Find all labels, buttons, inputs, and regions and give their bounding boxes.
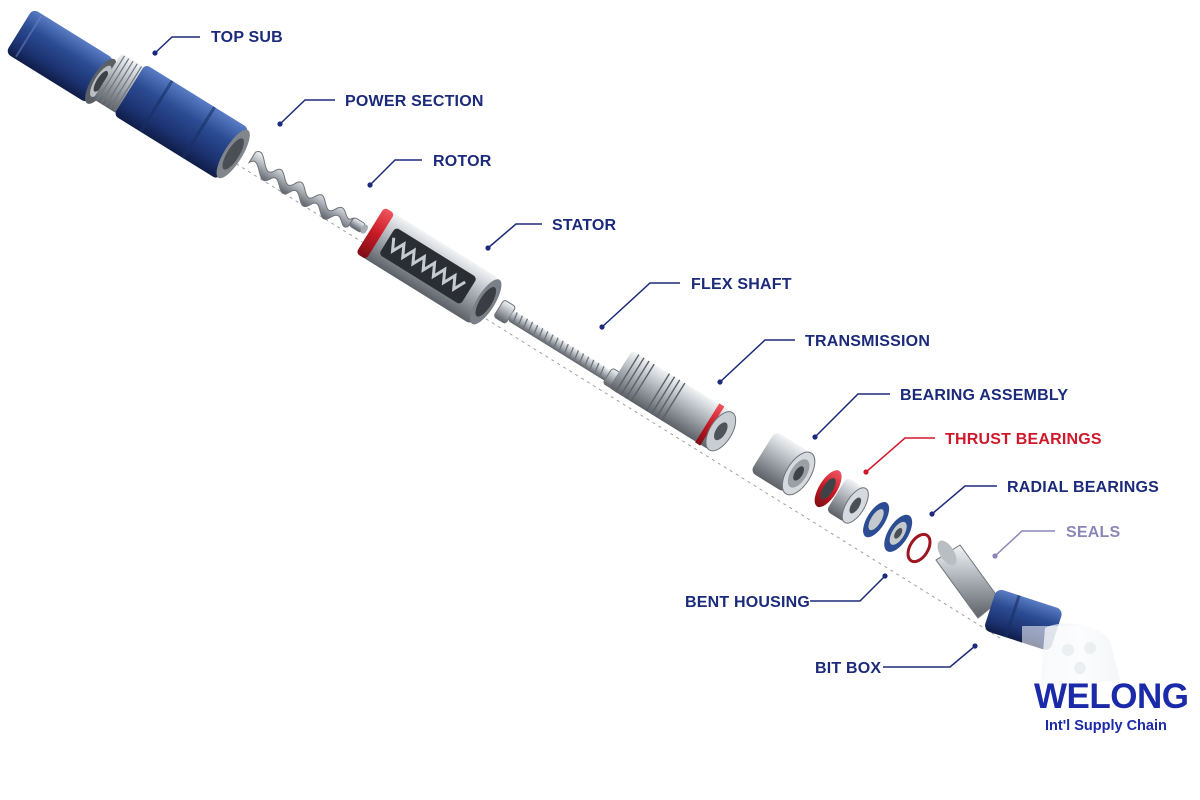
bent-housing-leader-dot: [882, 573, 888, 579]
bit-box-leader-dot: [972, 643, 978, 649]
top-sub-leader-dot: [152, 50, 158, 56]
thrust-bearings-leader: [865, 437, 935, 473]
bit-box-leader: [883, 645, 976, 668]
seals-leader: [994, 530, 1055, 557]
power-section-label: POWER SECTION: [345, 93, 484, 110]
stator-label: STATOR: [552, 217, 617, 234]
power-section-housing-part: [94, 54, 250, 179]
bearing-assembly-leader: [814, 393, 890, 438]
radial-bearings-leader: [931, 485, 997, 515]
flex-shaft-leader-dot: [599, 324, 605, 330]
logo-name: WELONG: [1034, 677, 1188, 716]
radial-bearings-label: RADIAL BEARINGS: [1007, 479, 1159, 496]
top-sub-part: [7, 10, 117, 104]
flex-shaft-part: [494, 300, 624, 390]
thrust-bearings-label: THRUST BEARINGS: [945, 431, 1102, 448]
transmission-part: [610, 351, 737, 452]
bit-box-label: BIT BOX: [815, 660, 881, 677]
logo-tagline: Int'l Supply Chain: [1045, 718, 1167, 734]
seal-ring-part: [906, 532, 932, 564]
bent-housing-part: [935, 540, 1001, 619]
transmission-leader: [719, 339, 795, 383]
radial-bearings-part: [863, 501, 913, 552]
seals-leader-dot: [992, 553, 998, 559]
stator-leader-dot: [485, 245, 491, 251]
rotor-label: ROTOR: [433, 153, 492, 170]
seals-label: SEALS: [1066, 524, 1120, 541]
bearing-assembly-leader-dot: [812, 434, 818, 440]
stator-leader: [487, 223, 542, 249]
thrust-bearings-leader-dot: [863, 469, 869, 475]
bearing-assembly-part: [752, 433, 816, 496]
logo-backdrop: [1022, 626, 1200, 700]
rotor-leader-dot: [367, 182, 373, 188]
transmission-label: TRANSMISSION: [805, 333, 930, 350]
bent-housing-label: BENT HOUSING: [685, 594, 810, 611]
power-section-leader: [279, 99, 335, 125]
top-sub-label: TOP SUB: [211, 29, 283, 46]
rotor-leader: [369, 159, 422, 186]
bearing-assembly-label: BEARING ASSEMBLY: [900, 387, 1068, 404]
stator-part: [357, 208, 502, 325]
radial-bearings-leader-dot: [929, 511, 935, 517]
welong-logo: WELONG Int'l Supply Chain: [1034, 677, 1189, 734]
bent-housing-leader: [810, 575, 886, 602]
flex-shaft-leader: [601, 282, 680, 328]
thrust-bearings-part: [814, 470, 869, 524]
rotor-part: [247, 151, 368, 234]
transmission-leader-dot: [717, 379, 723, 385]
flex-shaft-label: FLEX SHAFT: [691, 276, 792, 293]
power-section-leader-dot: [277, 121, 283, 127]
top-sub-leader: [154, 36, 200, 54]
